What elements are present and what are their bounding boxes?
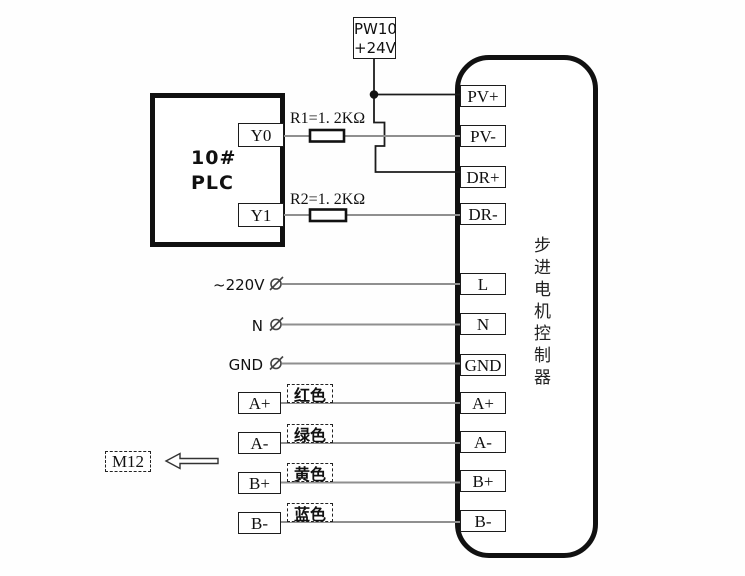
wire-color-blue: 蓝色 xyxy=(287,503,333,524)
terminal-a-minus: A- xyxy=(460,431,506,453)
power-supply-box: PW10 +24V xyxy=(353,17,397,59)
terminal-a-plus: A+ xyxy=(460,392,506,414)
terminal-dr-plus: DR+ xyxy=(460,166,506,188)
motor-terminal-b-minus: B- xyxy=(238,512,281,534)
resistor-r1-label: R1=1. 2KΩ xyxy=(290,110,366,127)
terminal-l: L xyxy=(460,273,506,295)
resistor-r2-label: R2=1. 2KΩ xyxy=(290,191,366,208)
terminal-pv-minus: PV- xyxy=(460,125,506,147)
plc-output-y1: Y1 xyxy=(238,203,284,227)
ground-terminal-icon xyxy=(269,355,284,371)
ground-input-label: GND xyxy=(228,356,263,374)
plc-output-y0: Y0 xyxy=(238,123,284,147)
motor-connector-label: M12 xyxy=(105,451,151,472)
live-terminal-icon xyxy=(269,276,284,291)
neutral-input-label: N xyxy=(251,317,263,335)
terminal-pv-plus: PV+ xyxy=(460,85,506,107)
live-input-label: ~220V xyxy=(213,276,265,294)
left-arrow-icon xyxy=(164,452,219,470)
wire-color-yellow: 黄色 xyxy=(287,463,333,484)
neutral-terminal-icon xyxy=(269,316,284,332)
drplus-wire-with-hop xyxy=(373,95,461,173)
wire-color-red: 红色 xyxy=(287,384,333,405)
plc-name-line2: PLC xyxy=(191,172,234,194)
motor-terminal-a-plus: A+ xyxy=(238,392,281,414)
motor-terminal-a-minus: A- xyxy=(238,432,281,454)
terminal-n: N xyxy=(460,313,506,335)
terminal-b-minus: B- xyxy=(460,510,506,532)
terminal-b-plus: B+ xyxy=(460,470,506,492)
wire-color-green: 绿色 xyxy=(287,424,333,445)
plc-name-line1: 10# xyxy=(191,147,237,169)
resistor-r2 xyxy=(308,208,348,223)
power-supply-name: PW10 xyxy=(354,20,397,38)
motor-terminal-b-plus: B+ xyxy=(238,472,281,494)
resistor-r1 xyxy=(308,128,346,143)
controller-name-vertical: 步进电机控制器 xyxy=(531,236,550,390)
terminal-gnd: GND xyxy=(460,354,506,376)
power-supply-voltage: +24V xyxy=(354,39,396,57)
terminal-dr-minus: DR- xyxy=(460,203,506,225)
junction-dot xyxy=(369,90,379,99)
